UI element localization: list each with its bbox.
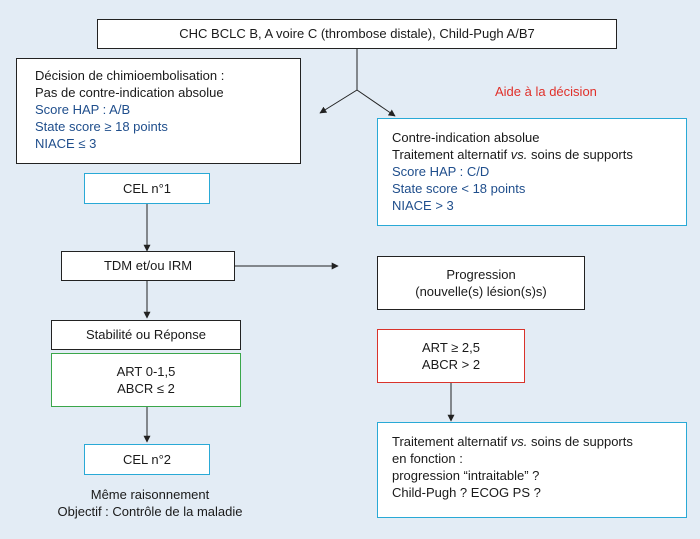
alt-box: Traitement alternatif vs. soins de suppo… [377, 422, 687, 518]
tdm-box: TDM et/ou IRM [61, 251, 235, 281]
top-box: CHC BCLC B, A voire C (thrombose distale… [97, 19, 617, 49]
arrow-to-contra [356, 89, 396, 117]
art-right-line-1: ART ≥ 2,5 [422, 340, 480, 355]
art-right-line-2: ABCR > 2 [421, 357, 481, 372]
contra-line-4: State score < 18 points [392, 181, 526, 196]
contra-line-1: Contre-indication absolue [392, 130, 540, 145]
art-right-box: ART ≥ 2,5 ABCR > 2 [377, 329, 525, 383]
progression-line-1: Progression [446, 267, 516, 282]
caption-line-2: Objectif : Contrôle de la maladie [57, 504, 243, 519]
stabilite-text: Stabilité ou Réponse [86, 327, 206, 342]
decision-line-1: Décision de chimioembolisation : [35, 68, 225, 83]
cel2-box: CEL n°2 [84, 444, 210, 475]
alt-line-4: Child-Pugh ? ECOG PS ? [392, 485, 541, 500]
cel2-text: CEL n°2 [122, 452, 172, 467]
decision-line-4: State score ≥ 18 points [35, 119, 168, 134]
alt-line-1: Traitement alternatif vs. soins de suppo… [392, 434, 633, 449]
decision-line-5: NIACE ≤ 3 [35, 136, 97, 151]
cel1-text: CEL n°1 [122, 181, 172, 196]
stabilite-box: Stabilité ou Réponse [51, 320, 241, 350]
caption: Même raisonnement Objectif : Contrôle de… [30, 486, 270, 520]
arrow-to-decision [319, 89, 358, 114]
cel1-box: CEL n°1 [84, 173, 210, 204]
contra-line-3: Score HAP : C/D [392, 164, 490, 179]
contra-box: Contre-indication absolue Traitement alt… [377, 118, 687, 226]
top-box-text: CHC BCLC B, A voire C (thrombose distale… [179, 26, 535, 41]
art-left-box: ART 0-1,5 ABCR ≤ 2 [51, 353, 241, 407]
caption-line-1: Même raisonnement [90, 487, 210, 502]
decision-box: Décision de chimioembolisation : Pas de … [16, 58, 301, 164]
decision-line-3: Score HAP : A/B [35, 102, 131, 117]
contra-line-5: NIACE > 3 [392, 198, 454, 213]
art-left-line-1: ART 0-1,5 [116, 364, 176, 379]
aide-label: Aide à la décision [495, 84, 597, 99]
tdm-text: TDM et/ou IRM [103, 258, 193, 273]
art-left-line-2: ABCR ≤ 2 [117, 381, 175, 396]
alt-line-3: progression “intraitable” ? [392, 468, 540, 483]
alt-line-2: en fonction : [392, 451, 463, 466]
progression-line-2: (nouvelle(s) lésion(s)s) [415, 284, 547, 299]
decision-line-2: Pas de contre-indication absolue [35, 85, 224, 100]
contra-line-2: Traitement alternatif vs. soins de suppo… [392, 147, 633, 162]
progression-box: Progression (nouvelle(s) lésion(s)s) [377, 256, 585, 310]
